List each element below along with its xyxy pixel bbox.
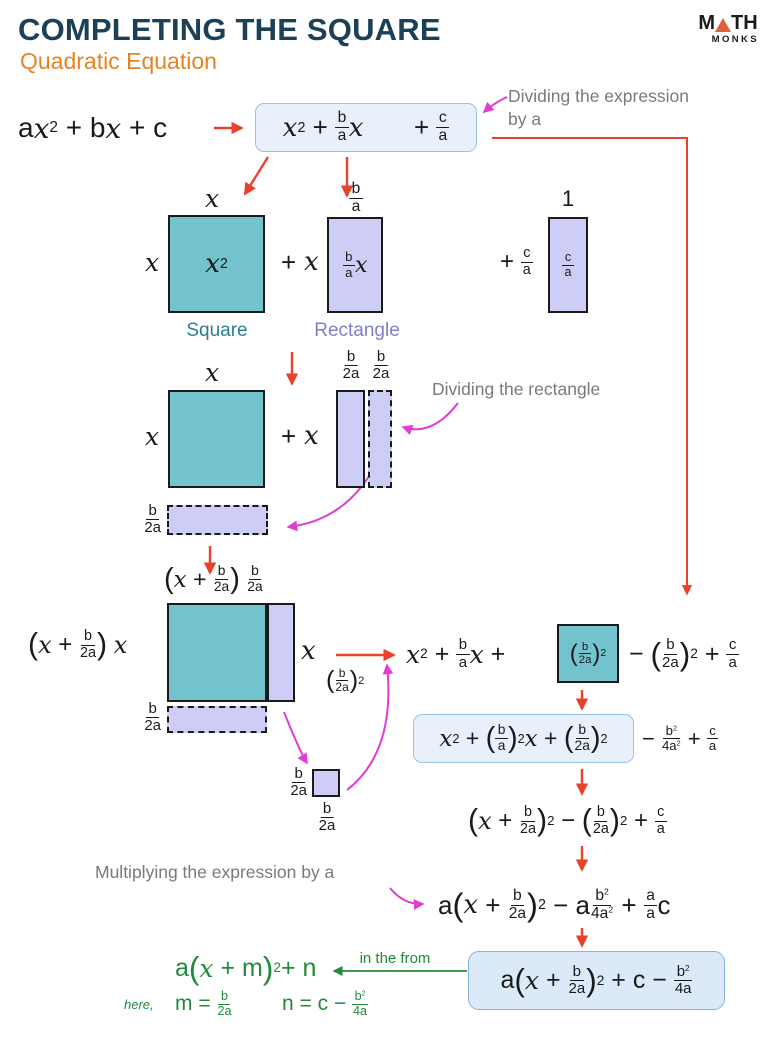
pink-arrow-divide-rectangle-icon — [401, 402, 459, 436]
small-square — [312, 769, 340, 797]
square2-left-label: x — [145, 422, 160, 451]
general-form: a(x + m)2+ n — [175, 949, 317, 986]
pink-arrow-to-small-square-icon — [283, 711, 308, 765]
square1-caption: Square — [186, 320, 248, 341]
square2-top-label: x — [204, 358, 220, 387]
logo-m: M — [698, 12, 715, 34]
in-the-form-label: in the from — [359, 950, 431, 967]
page-title: COMPLETING THE SQUARE — [18, 12, 441, 47]
square2 — [168, 390, 265, 488]
arrow-to-square-icon — [243, 156, 270, 196]
note-multiply: Multiplying the expression by a — [95, 862, 335, 882]
strip1 — [167, 505, 268, 535]
square1-top-label: x — [204, 184, 220, 213]
split-rect-dashed — [368, 390, 392, 488]
rect2-top-label: 1 — [561, 186, 575, 211]
square3 — [167, 603, 267, 702]
plus-row2: + — [281, 421, 297, 451]
x-factor-row1: x — [304, 247, 319, 277]
note-divide-expression: Dividing the expression by a — [508, 86, 689, 129]
logo-triangle-icon — [715, 18, 731, 32]
logo-monks: MONKS — [711, 34, 759, 45]
logo: M TH MONKS — [697, 13, 759, 45]
pink-arrow-multiply-icon — [389, 887, 425, 910]
note-divide-rectangle: Dividing the rectangle — [432, 379, 601, 399]
square1-left-label: x — [145, 248, 160, 277]
plus-row1: + — [281, 247, 297, 277]
logo-th: TH — [731, 12, 758, 34]
square3-right-label: x — [301, 636, 316, 666]
x-factor-row2: x — [304, 421, 319, 451]
page-subtitle: Quadratic Equation — [20, 48, 217, 74]
strip2 — [167, 706, 267, 733]
square3-side-rect — [267, 603, 295, 702]
connector-divided-to-eq-icon — [492, 137, 693, 596]
split-rect-solid — [336, 390, 365, 488]
rect1-caption: Rectangle — [314, 320, 400, 341]
here-label: here, — [124, 997, 154, 1012]
pink-arrow-divide-expression-icon — [482, 96, 508, 114]
